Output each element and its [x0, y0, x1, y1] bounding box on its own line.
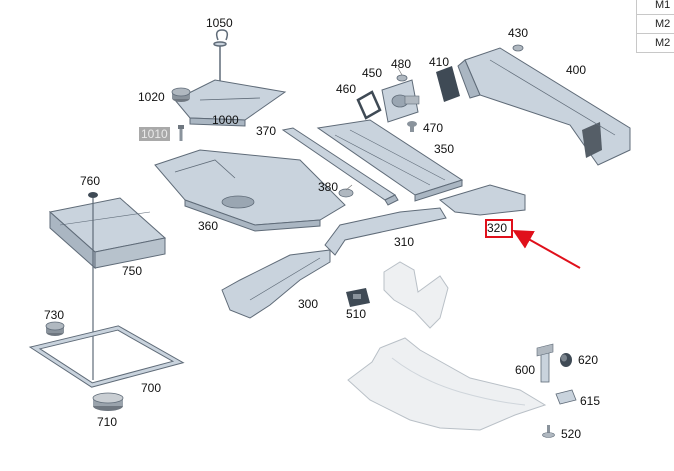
part-760-rod [88, 192, 98, 380]
callout-430[interactable]: 430 [508, 26, 529, 40]
part-410-pad [436, 66, 460, 102]
callout-450[interactable]: 450 [362, 66, 383, 80]
highlight-arrow [512, 230, 581, 269]
part-320-panel [438, 184, 526, 216]
part-360-floor-panel [154, 149, 346, 232]
callout-410[interactable]: 410 [429, 55, 450, 69]
part-310-member [324, 207, 447, 256]
callout-710[interactable]: 710 [97, 415, 118, 429]
part-480-clip [396, 74, 408, 82]
part-430-grommet [512, 44, 524, 52]
callout-620[interactable]: 620 [578, 353, 599, 367]
callout-400[interactable]: 400 [566, 63, 587, 77]
side-table-row[interactable]: M2 [637, 15, 674, 34]
callout-350[interactable]: 350 [434, 142, 455, 156]
part-750-tray [48, 197, 167, 270]
callout-1000[interactable]: 1000 [212, 113, 239, 127]
side-table: M1 M2 M2 [636, 0, 674, 53]
callout-1010[interactable]: 1010 [139, 127, 170, 141]
part-300-rail [221, 249, 331, 319]
side-table-row[interactable]: M1 [637, 0, 674, 15]
callout-310[interactable]: 310 [394, 235, 415, 249]
part-700-frame [28, 325, 185, 388]
part-370-rail [281, 127, 399, 206]
callout-360[interactable]: 360 [198, 219, 219, 233]
callout-510[interactable]: 510 [346, 307, 367, 321]
part-1020-nut [171, 87, 191, 102]
callout-520[interactable]: 520 [561, 427, 582, 441]
callout-760[interactable]: 760 [80, 174, 101, 188]
underbody-cover [347, 337, 547, 431]
plastic-bracket [383, 261, 449, 329]
part-400-crossmember [457, 47, 631, 166]
part-1010-bolt [178, 125, 184, 141]
callout-370[interactable]: 370 [256, 124, 277, 138]
part-470-screw [407, 121, 417, 132]
part-350-panel [316, 119, 464, 202]
callout-600[interactable]: 600 [515, 363, 536, 377]
part-380-grommet [338, 188, 354, 198]
part-510-clip [346, 288, 370, 307]
callout-380[interactable]: 380 [318, 180, 339, 194]
part-1000-bracket [174, 79, 287, 127]
part-450-flange [381, 79, 420, 123]
part-620-bushing [560, 353, 572, 367]
callout-1020[interactable]: 1020 [138, 90, 165, 104]
part-730-nut [45, 321, 65, 336]
leader-lines [345, 67, 403, 191]
part-520-bolt [542, 425, 555, 438]
callout-700[interactable]: 700 [141, 381, 162, 395]
callout-300[interactable]: 300 [298, 297, 319, 311]
side-table-row[interactable]: M2 [637, 34, 674, 53]
callout-750[interactable]: 750 [122, 264, 143, 278]
callout-470[interactable]: 470 [423, 121, 444, 135]
callout-460[interactable]: 460 [336, 82, 357, 96]
callout-320[interactable]: 320 [487, 221, 508, 235]
callout-730[interactable]: 730 [44, 308, 65, 322]
part-1050-hook [213, 29, 229, 85]
highlight-box [485, 219, 513, 238]
part-615-clip [555, 389, 577, 405]
part-710-mount [92, 392, 124, 411]
part-460-gasket [356, 90, 382, 120]
callout-1050[interactable]: 1050 [206, 16, 233, 30]
callout-480[interactable]: 480 [391, 57, 412, 71]
part-600-bracket [536, 343, 554, 383]
callout-615[interactable]: 615 [580, 394, 601, 408]
